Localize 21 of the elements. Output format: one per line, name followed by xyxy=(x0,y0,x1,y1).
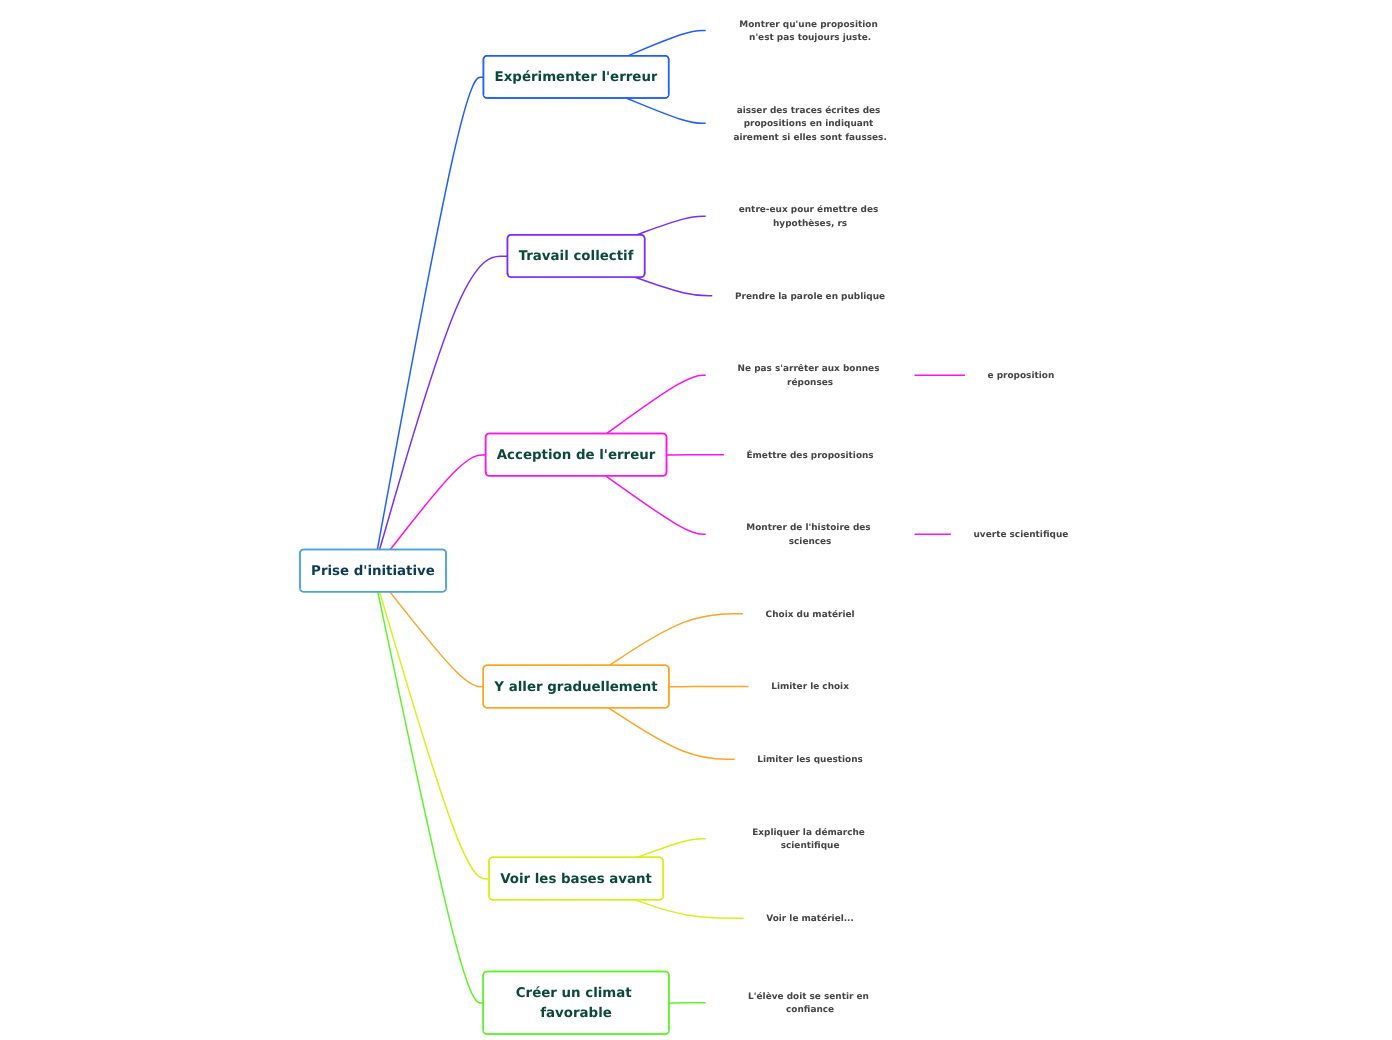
connector xyxy=(390,591,486,688)
connector xyxy=(379,255,510,551)
connector xyxy=(627,29,708,57)
connector xyxy=(606,374,708,435)
connector xyxy=(669,1002,708,1004)
connector xyxy=(669,685,751,688)
connector xyxy=(627,97,708,125)
connector xyxy=(379,591,491,880)
connector xyxy=(635,899,746,920)
connector xyxy=(608,612,745,667)
connector xyxy=(914,374,967,376)
connector xyxy=(635,215,708,236)
connector xyxy=(635,838,708,859)
connector xyxy=(377,76,486,551)
connector xyxy=(377,591,485,1004)
connector xyxy=(606,475,708,535)
connector xyxy=(608,707,737,761)
connector xyxy=(390,454,488,551)
connector xyxy=(914,533,953,535)
connector xyxy=(666,453,726,456)
connector xyxy=(635,276,715,297)
